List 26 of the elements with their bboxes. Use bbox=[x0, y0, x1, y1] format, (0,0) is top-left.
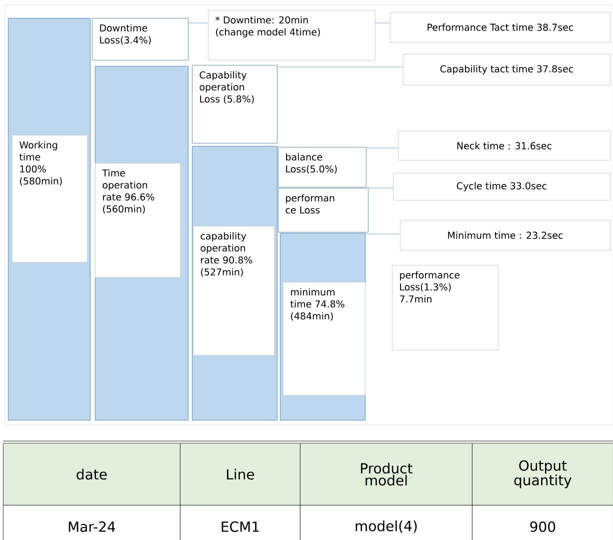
time-box: Performance Tact time 38.7sec bbox=[390, 12, 610, 42]
loss-box: balance Loss(5.0%) bbox=[278, 147, 366, 188]
table-header-cell: date bbox=[3, 443, 180, 506]
loss-box: Downtime Loss(3.4%) bbox=[92, 18, 188, 60]
note-box: * Downtime: 20min (change model 4time) bbox=[208, 10, 376, 60]
table-cell: ECM1 bbox=[180, 505, 300, 540]
table-header-cell: Product model bbox=[300, 443, 472, 506]
connector-line bbox=[375, 22, 390, 24]
rate-box: Time operation rate 96.6% (560min) bbox=[95, 163, 180, 278]
time-box: Minimum time : 23.2sec bbox=[400, 220, 610, 250]
loss-box: performan ce Loss bbox=[278, 188, 368, 232]
table-cell: model(4) bbox=[300, 505, 472, 540]
time-box: Capability tact time 37.8sec bbox=[403, 54, 610, 86]
table-cell: 900 bbox=[472, 505, 613, 540]
rate-box: minimum time 74.8% (484min) bbox=[283, 282, 366, 396]
rate-box: capability operation rate 90.8% (527min) bbox=[193, 226, 274, 356]
time-box: Neck time : 31.6sec bbox=[398, 131, 610, 160]
table-header-cell: Output quantity bbox=[472, 443, 613, 506]
table-cell: Mar-24 bbox=[3, 505, 180, 540]
connector-line bbox=[188, 22, 208, 24]
loss-box: Capability operation Loss (5.8%) bbox=[192, 65, 278, 144]
rate-box: Working time 100% (580min) bbox=[12, 135, 88, 262]
table-header-cell: Line bbox=[180, 443, 300, 506]
connector-line bbox=[277, 66, 404, 68]
note-box: performance Loss(1.3%) 7.7min bbox=[392, 265, 498, 350]
time-box: Cycle time 33.0sec bbox=[393, 173, 610, 200]
